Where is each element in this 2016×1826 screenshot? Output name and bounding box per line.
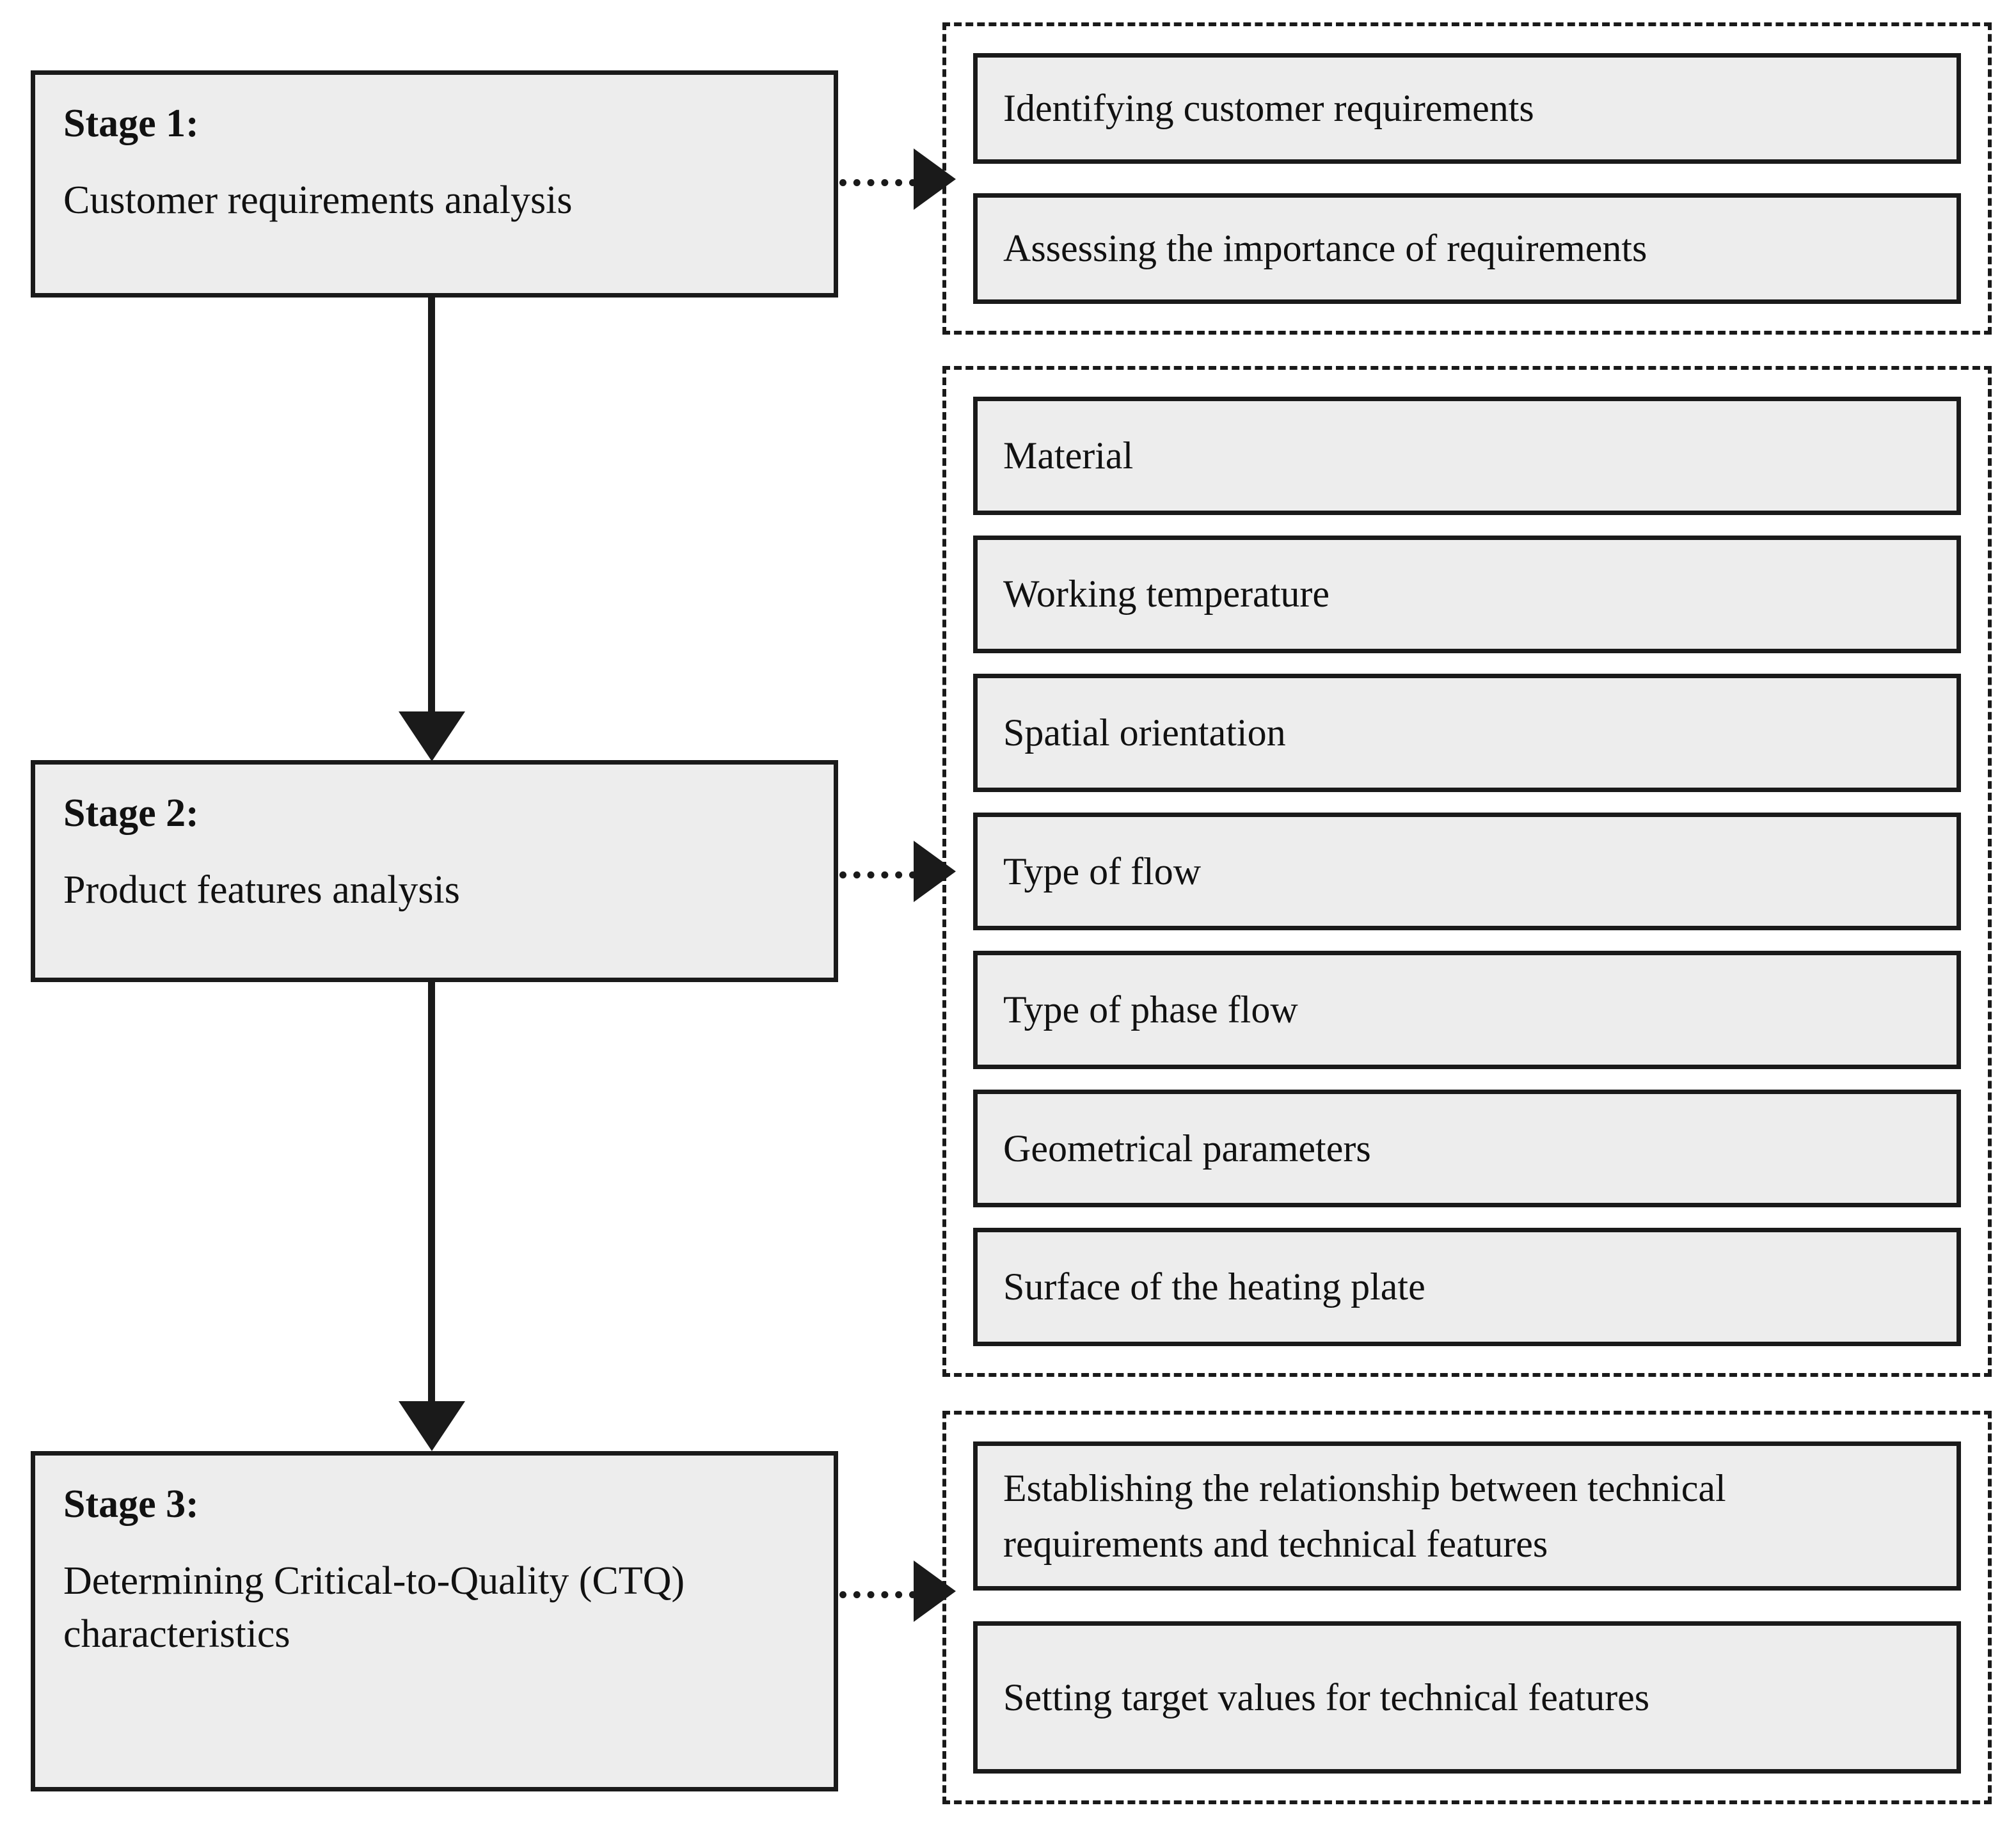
flow-arrowhead-down-icon-stage3 [399, 1401, 465, 1451]
flow-arrow-line-stage2-stage3 [428, 982, 435, 1403]
flow-arrow-line-stage1-stage2 [428, 298, 435, 713]
group-2-item: Spatial orientation [973, 674, 1961, 792]
group-1-container: Identifying customer requirements Assess… [942, 22, 1992, 335]
group-2-item-label: Material [1003, 434, 1134, 477]
arrowhead-right-icon-group2 [914, 841, 956, 902]
group-2-item: Surface of the heating plate [973, 1228, 1961, 1347]
dotted-connector-line-group3 [839, 1591, 916, 1598]
stage-1-box: Stage 1: Customer requirements analysis [31, 70, 838, 298]
group-2-item-label: Working temperature [1003, 573, 1329, 615]
group-2-item-label: Type of flow [1003, 850, 1202, 893]
group-2-item: Material [973, 397, 1961, 515]
group-2-item-label: Geometrical parameters [1003, 1127, 1371, 1170]
dotted-connector-line-group1 [839, 179, 916, 186]
group-1-item: Assessing the importance of requirements [973, 193, 1961, 304]
group-2-item-label: Spatial orientation [1003, 711, 1286, 754]
arrowhead-right-icon-group3 [914, 1560, 956, 1622]
group-3-item: Setting target values for technical feat… [973, 1621, 1961, 1774]
group-1-item-label: Assessing the importance of requirements [1003, 227, 1647, 269]
group-3-item: Establishing the relationship between te… [973, 1441, 1961, 1591]
group-2-item: Type of flow [973, 812, 1961, 931]
group-3-item-label: Establishing the relationship between te… [1003, 1466, 1726, 1565]
group-3-container: Establishing the relationship between te… [942, 1411, 1992, 1804]
stage-2-box: Stage 2: Product features analysis [31, 760, 838, 982]
group-2-item: Working temperature [973, 535, 1961, 654]
stage-3-title: Stage 3: [63, 1482, 199, 1526]
group-2-container: Material Working temperature Spatial ori… [942, 366, 1992, 1377]
group-3-item-label: Setting target values for technical feat… [1003, 1676, 1650, 1719]
arrowhead-right-icon-group1 [914, 148, 956, 210]
stage-1-description: Customer requirements analysis [63, 179, 573, 223]
group-2-item: Type of phase flow [973, 951, 1961, 1069]
group-1-item-label: Identifying customer requirements [1003, 87, 1534, 129]
dotted-connector-line-group2 [839, 871, 916, 878]
group-2-item-label: Type of phase flow [1003, 988, 1298, 1031]
stage-1-title: Stage 1: [63, 102, 199, 145]
group-2-item: Geometrical parameters [973, 1089, 1961, 1208]
flow-arrowhead-down-icon-stage2 [399, 711, 465, 761]
group-2-item-label: Surface of the heating plate [1003, 1266, 1425, 1308]
group-1-item: Identifying customer requirements [973, 53, 1961, 164]
stage-3-description: Determining Critical-to-Quality (CTQ) ch… [63, 1559, 685, 1656]
stage-2-title: Stage 2: [63, 791, 199, 835]
stage-3-box: Stage 3: Determining Critical-to-Quality… [31, 1451, 838, 1791]
stage-2-description: Product features analysis [63, 868, 460, 912]
